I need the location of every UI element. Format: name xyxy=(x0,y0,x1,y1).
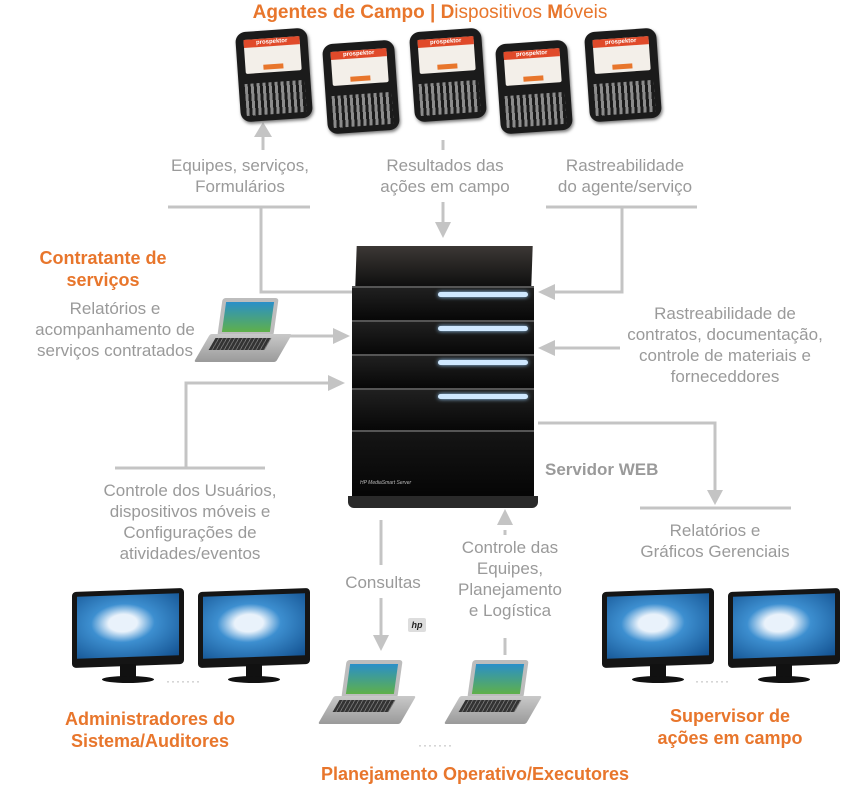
label-contracts: Rastreabilidade de contratos, documentaç… xyxy=(625,303,825,387)
contractor-desc: Relatórios e acompanhamento de serviços … xyxy=(15,298,215,361)
label-line: Configurações de xyxy=(123,523,257,542)
planning-laptop xyxy=(443,660,543,730)
mobile-device: prospektor xyxy=(583,27,663,123)
hp-logo-icon: hp xyxy=(408,618,426,632)
admin-monitor xyxy=(72,588,184,686)
label-line: Resultados das xyxy=(386,156,504,175)
arrow-right-user-control xyxy=(328,375,345,391)
planning-laptop xyxy=(317,660,417,730)
label-line: contratos, documentação, xyxy=(627,325,823,344)
label-line: do agente/serviço xyxy=(557,177,693,196)
phone-brand: prospektor xyxy=(330,48,387,61)
title-line: Administradores do xyxy=(64,709,236,729)
label-line: Equipes, xyxy=(476,559,544,578)
ellipsis-planning: ······· xyxy=(418,738,453,752)
mobile-device: prospektor xyxy=(234,27,314,123)
label-line: Planejamento xyxy=(458,580,562,599)
arrow-down-reports xyxy=(707,490,723,505)
server-label: Servidor WEB xyxy=(545,460,659,479)
label-from-agents: Resultados das ações em campo xyxy=(365,155,525,197)
server-model: HP MediaSmart Server xyxy=(360,480,412,486)
drive-led xyxy=(438,326,528,331)
phone-brand: prospektor xyxy=(503,48,560,61)
contractor-laptop xyxy=(193,298,293,368)
phone-brand: prospektor xyxy=(243,36,300,49)
label-line: dispositivos móveis e xyxy=(109,502,271,521)
label-queries: Consultas xyxy=(345,573,421,592)
label-line: Controle das xyxy=(461,538,559,557)
title-part-moveis: óveis xyxy=(563,2,608,23)
label-line: forneceddores xyxy=(670,367,780,386)
label-line: Formulários xyxy=(195,177,285,196)
title-line: Contratante de xyxy=(39,248,167,268)
line-user-control xyxy=(184,381,330,468)
diagram-title: Agentes de Campo | Dispositivos Móveis xyxy=(240,2,620,24)
label-tracking-agent: Rastreabilidade do agente/serviço xyxy=(535,155,715,197)
arrow-down-to-server xyxy=(435,222,451,238)
label-line: e Logística xyxy=(468,601,552,620)
arrow-up-to-agents xyxy=(254,122,272,137)
mobile-device: prospektor xyxy=(408,27,488,123)
line-tracking-to-server xyxy=(555,207,624,294)
title-part-dispositivos: ispositivos xyxy=(454,2,548,23)
line-formularios-to-server xyxy=(259,207,352,294)
label-line: Rastreabilidade de xyxy=(654,304,796,323)
title-line: Sistema/Auditores xyxy=(70,731,230,751)
title-part-agents: Agentes de Campo | xyxy=(252,2,441,23)
drive-led xyxy=(438,292,528,297)
web-server: hp HP MediaSmart Server xyxy=(348,246,538,632)
label-reports-mgmt: Relatórios e Gráficos Gerenciais xyxy=(630,520,800,562)
title-line: Supervisor de xyxy=(669,706,791,726)
phone-brand: prospektor xyxy=(417,36,474,49)
arrow-up-team-control xyxy=(497,509,513,525)
label-line: acompanhamento de xyxy=(35,320,195,339)
label-line: Relatórios e xyxy=(669,521,761,540)
title-line: ações em campo xyxy=(657,728,803,748)
title-line: serviços xyxy=(66,270,140,290)
label-line: serviços contratados xyxy=(37,341,193,360)
label-team-control: Controle das Equipes, Planejamento e Log… xyxy=(450,537,570,621)
line-reports xyxy=(538,421,717,492)
label-line: controle de materiais e xyxy=(639,346,811,365)
ellipsis-supervisors: ······· xyxy=(695,674,730,688)
mobile-device: prospektor xyxy=(321,39,401,135)
contractor-title: Contratante de serviços xyxy=(18,247,188,291)
label-to-agents: Equipes, serviços, Formulários xyxy=(155,155,325,197)
label-line: Equipes, serviços, xyxy=(171,156,309,175)
group-supervisor: Supervisor de ações em campo xyxy=(650,705,810,749)
label-user-control: Controle dos Usuários, dispositivos móve… xyxy=(90,480,290,564)
supervisor-monitor xyxy=(602,588,714,686)
group-planning: Planejamento Operativo/Executores xyxy=(320,764,630,784)
ellipsis-admins: ······· xyxy=(166,674,201,688)
arrow-down-consultas xyxy=(373,635,389,651)
admin-monitor xyxy=(198,588,310,686)
label-line: ações em campo xyxy=(380,177,510,196)
label-line: Relatórios e xyxy=(69,299,161,318)
drive-led xyxy=(438,394,528,399)
arrow-left-contracts xyxy=(538,340,555,356)
arrow-left-tracking xyxy=(538,284,555,300)
label-line: Controle dos Usuários, xyxy=(103,481,277,500)
label-line: atividades/eventos xyxy=(119,544,261,563)
group-admins: Administradores do Sistema/Auditores xyxy=(50,708,250,752)
title-initial-d: D xyxy=(440,2,455,23)
arrow-right-contractor xyxy=(333,328,350,344)
supervisor-monitor xyxy=(728,588,840,686)
label-line: Rastreabilidade xyxy=(565,156,685,175)
mobile-device: prospektor xyxy=(494,39,574,135)
label-line: Gráficos Gerenciais xyxy=(640,542,790,561)
title-initial-m: M xyxy=(547,2,564,23)
drive-led xyxy=(438,360,528,365)
phone-brand: prospektor xyxy=(592,36,649,49)
